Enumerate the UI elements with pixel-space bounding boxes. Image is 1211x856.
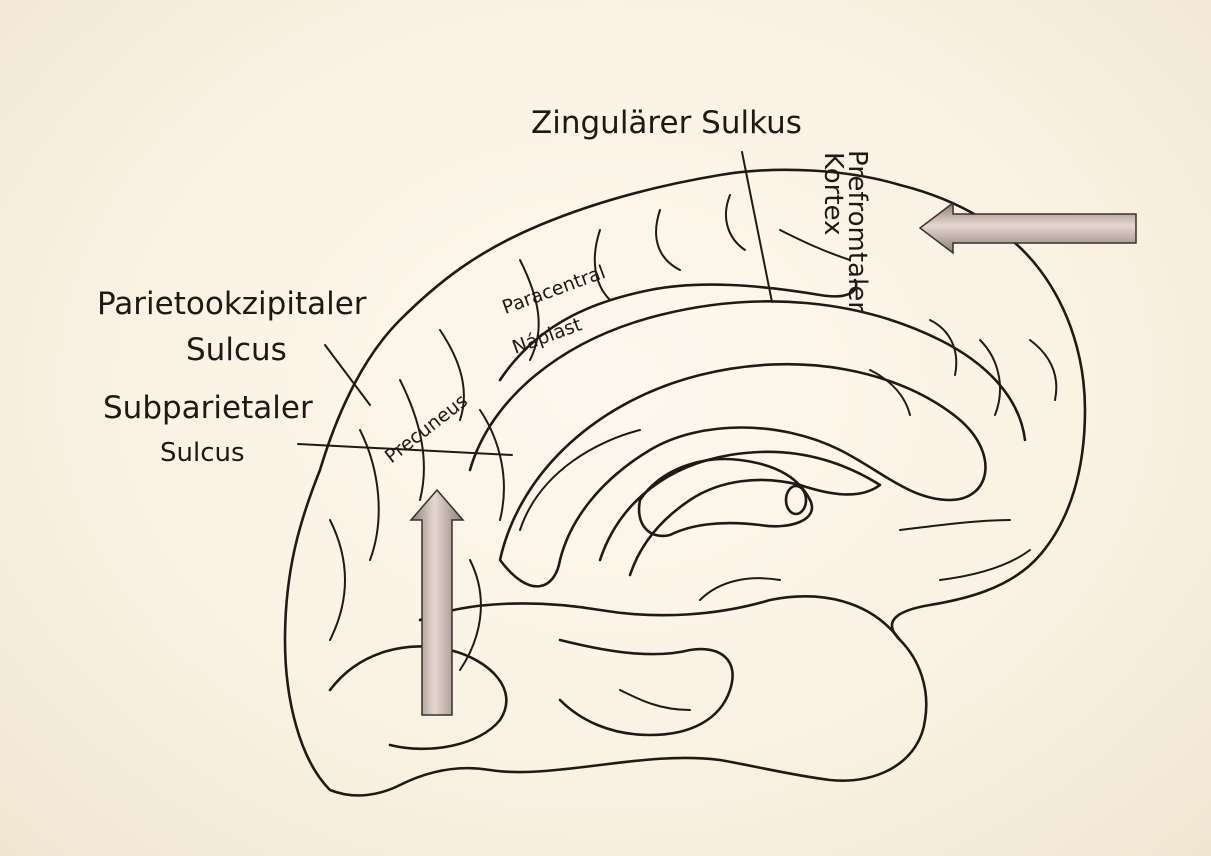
cingulate-leader-line [742,152,772,302]
arrow-up [411,490,463,715]
arrow-left [920,203,1136,253]
corpus-callosum-outer [500,364,985,586]
cingulate-sulcus-label: Zingulärer Sulkus [531,108,802,139]
parietooccipital-label-line2: Sulcus [186,335,287,366]
cerebellum-fold [330,646,506,748]
parietooccipital-label-line1: Parietookzipitaler [97,289,367,320]
subparietal-label-line1: Subparietaler [103,393,313,424]
corpus-callosum-inner [600,452,880,575]
temporal-lobe [420,596,900,640]
anterior-commissure [786,486,806,514]
brainstem [560,640,733,735]
hemisphere-outline [285,170,1085,796]
prefrontal-label-line2: Kortex [820,152,846,235]
subparietal-label-line2: Sulcus [160,440,245,466]
